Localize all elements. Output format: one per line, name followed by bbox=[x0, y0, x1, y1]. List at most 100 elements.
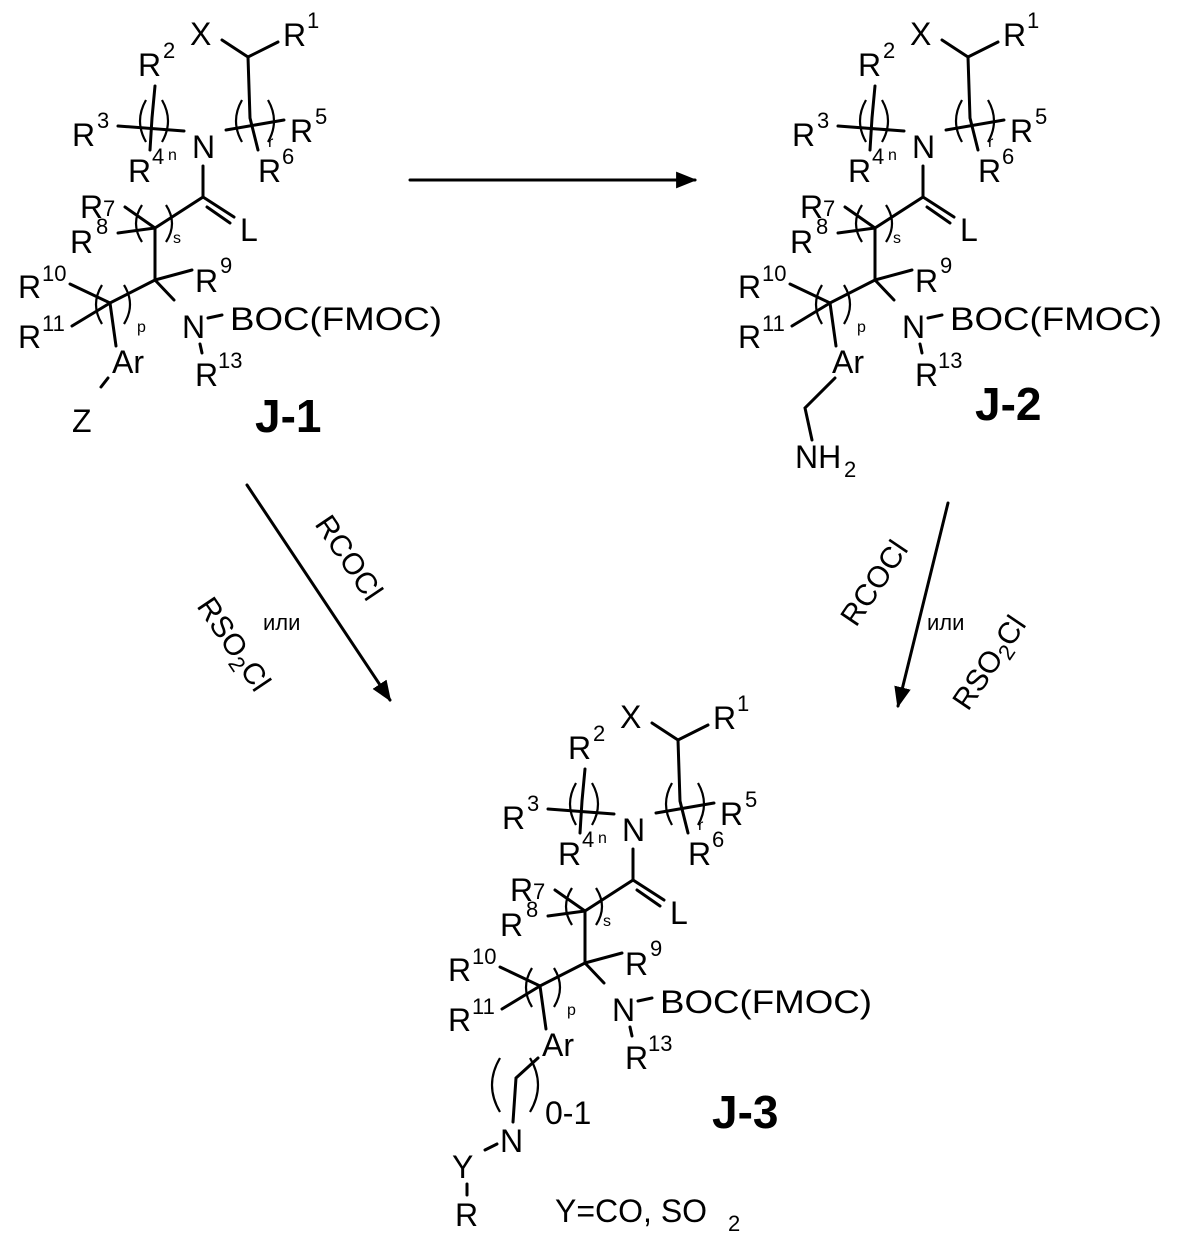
r6-label: R bbox=[978, 153, 1001, 189]
bond bbox=[110, 303, 116, 346]
z-label: Z bbox=[72, 403, 92, 439]
ring-n-label: N bbox=[912, 129, 935, 165]
r2-sup-label: 2 bbox=[593, 721, 605, 746]
r2-label: R bbox=[858, 47, 881, 83]
bond bbox=[790, 280, 875, 303]
r13-sup-label: 13 bbox=[938, 348, 962, 373]
bond bbox=[150, 86, 155, 150]
index-p-label: p bbox=[567, 1002, 576, 1019]
r4-label: R bbox=[558, 836, 581, 872]
r11-sup-label: 11 bbox=[42, 311, 65, 336]
bond bbox=[792, 303, 830, 326]
bond bbox=[70, 280, 155, 303]
bond bbox=[928, 315, 942, 318]
r5-sup-label: 5 bbox=[1035, 104, 1047, 129]
bond bbox=[248, 57, 258, 150]
bond bbox=[927, 207, 950, 223]
bond bbox=[875, 280, 894, 300]
close-paren bbox=[882, 100, 888, 142]
r8-label: R bbox=[790, 224, 813, 260]
protecting-group-label: BOC(FMOC) bbox=[660, 984, 872, 1020]
r10-label: R bbox=[448, 952, 471, 988]
y-label: Y bbox=[452, 1149, 473, 1185]
r6-sup-label: 6 bbox=[712, 827, 724, 852]
r6-sup-label: 6 bbox=[282, 144, 294, 169]
y-n-bond bbox=[485, 1144, 497, 1150]
r3-label: R bbox=[502, 800, 525, 836]
bond bbox=[652, 723, 708, 740]
close-paren bbox=[886, 205, 892, 242]
ring-x-label: X bbox=[910, 16, 931, 52]
r9-sup-label: 9 bbox=[650, 936, 662, 961]
r4-sup-label: 4 bbox=[152, 144, 164, 169]
r6-label: R bbox=[688, 836, 711, 872]
j2-aminomethyl: NH 2 bbox=[795, 378, 856, 482]
arrow-j2-to-j3 bbox=[898, 503, 948, 706]
bond bbox=[942, 40, 998, 57]
index-s-label: s bbox=[173, 230, 181, 247]
open-paren bbox=[136, 205, 142, 242]
r8-sup-label: 8 bbox=[816, 214, 828, 239]
bond bbox=[638, 998, 652, 1001]
r11-label: R bbox=[738, 319, 761, 355]
reagent-rcocl-left: RCOCl bbox=[308, 509, 388, 606]
reagent-rso2cl-left: RSO2Cl bbox=[187, 591, 277, 699]
r13-sup-label: 13 bbox=[218, 348, 242, 373]
protecting-group-label: BOC(FMOC) bbox=[230, 301, 442, 337]
open-paren bbox=[492, 1058, 500, 1112]
r8-label: R bbox=[70, 224, 93, 260]
bond bbox=[637, 890, 660, 906]
index-r-label: r bbox=[698, 817, 704, 834]
close-paren bbox=[844, 285, 850, 324]
index-s-label: s bbox=[893, 230, 901, 247]
r1-sup-label: 1 bbox=[307, 8, 319, 33]
ar-z-bond bbox=[101, 378, 108, 387]
ch2-bond bbox=[805, 378, 835, 440]
r6-label: R bbox=[258, 153, 281, 189]
bond bbox=[585, 849, 633, 911]
bond bbox=[920, 344, 922, 353]
index-s-label: s bbox=[603, 913, 611, 930]
bond bbox=[208, 315, 222, 318]
index-r-label: r bbox=[988, 134, 994, 151]
open-paren bbox=[570, 783, 576, 825]
ring-n-label: N bbox=[192, 129, 215, 165]
bond bbox=[502, 986, 540, 1009]
r10-sup-label: 10 bbox=[42, 261, 66, 286]
open-paren bbox=[856, 205, 862, 242]
r4-sup-label: 4 bbox=[872, 144, 884, 169]
bond bbox=[226, 120, 284, 130]
r9-sup-label: 9 bbox=[940, 253, 952, 278]
r3-label: R bbox=[72, 117, 95, 153]
close-paren bbox=[162, 100, 168, 142]
r1-sup-label: 1 bbox=[1027, 8, 1039, 33]
r4-label: R bbox=[128, 153, 151, 189]
r9-label: R bbox=[915, 263, 938, 299]
r9-sup-label: 9 bbox=[220, 253, 232, 278]
r3-sup-label: 3 bbox=[527, 791, 539, 816]
j3-amide-substituent: N 0-1 Y R Y=CO, SO 2 bbox=[452, 1058, 740, 1236]
ring-n-label: N bbox=[622, 812, 645, 848]
open-paren bbox=[666, 783, 672, 825]
bond bbox=[207, 207, 230, 223]
bond bbox=[155, 166, 203, 228]
index-n-label: n bbox=[888, 147, 897, 164]
open-paren bbox=[140, 100, 146, 142]
r11-sup-label: 11 bbox=[472, 994, 495, 1019]
bond bbox=[830, 303, 836, 346]
conjunction-right: или bbox=[927, 610, 964, 635]
compound-j2: XR2R1R3NR4nR5R6rR7R8sLR9R10R11pNBOC(FMOC… bbox=[738, 8, 1162, 393]
bond bbox=[72, 303, 110, 326]
r1-label: R bbox=[283, 17, 306, 53]
r2-label: R bbox=[138, 47, 161, 83]
reagent-rcocl-right: RCOCl bbox=[834, 535, 914, 632]
amine-n-label: N bbox=[182, 309, 205, 345]
r8-sup-label: 8 bbox=[526, 897, 538, 922]
bond bbox=[222, 40, 278, 57]
r5-sup-label: 5 bbox=[315, 104, 327, 129]
l-atom-label: L bbox=[670, 895, 688, 931]
index-r-label: r bbox=[268, 134, 274, 151]
r1-sup-label: 1 bbox=[737, 691, 749, 716]
ring-x-label: X bbox=[190, 16, 211, 52]
